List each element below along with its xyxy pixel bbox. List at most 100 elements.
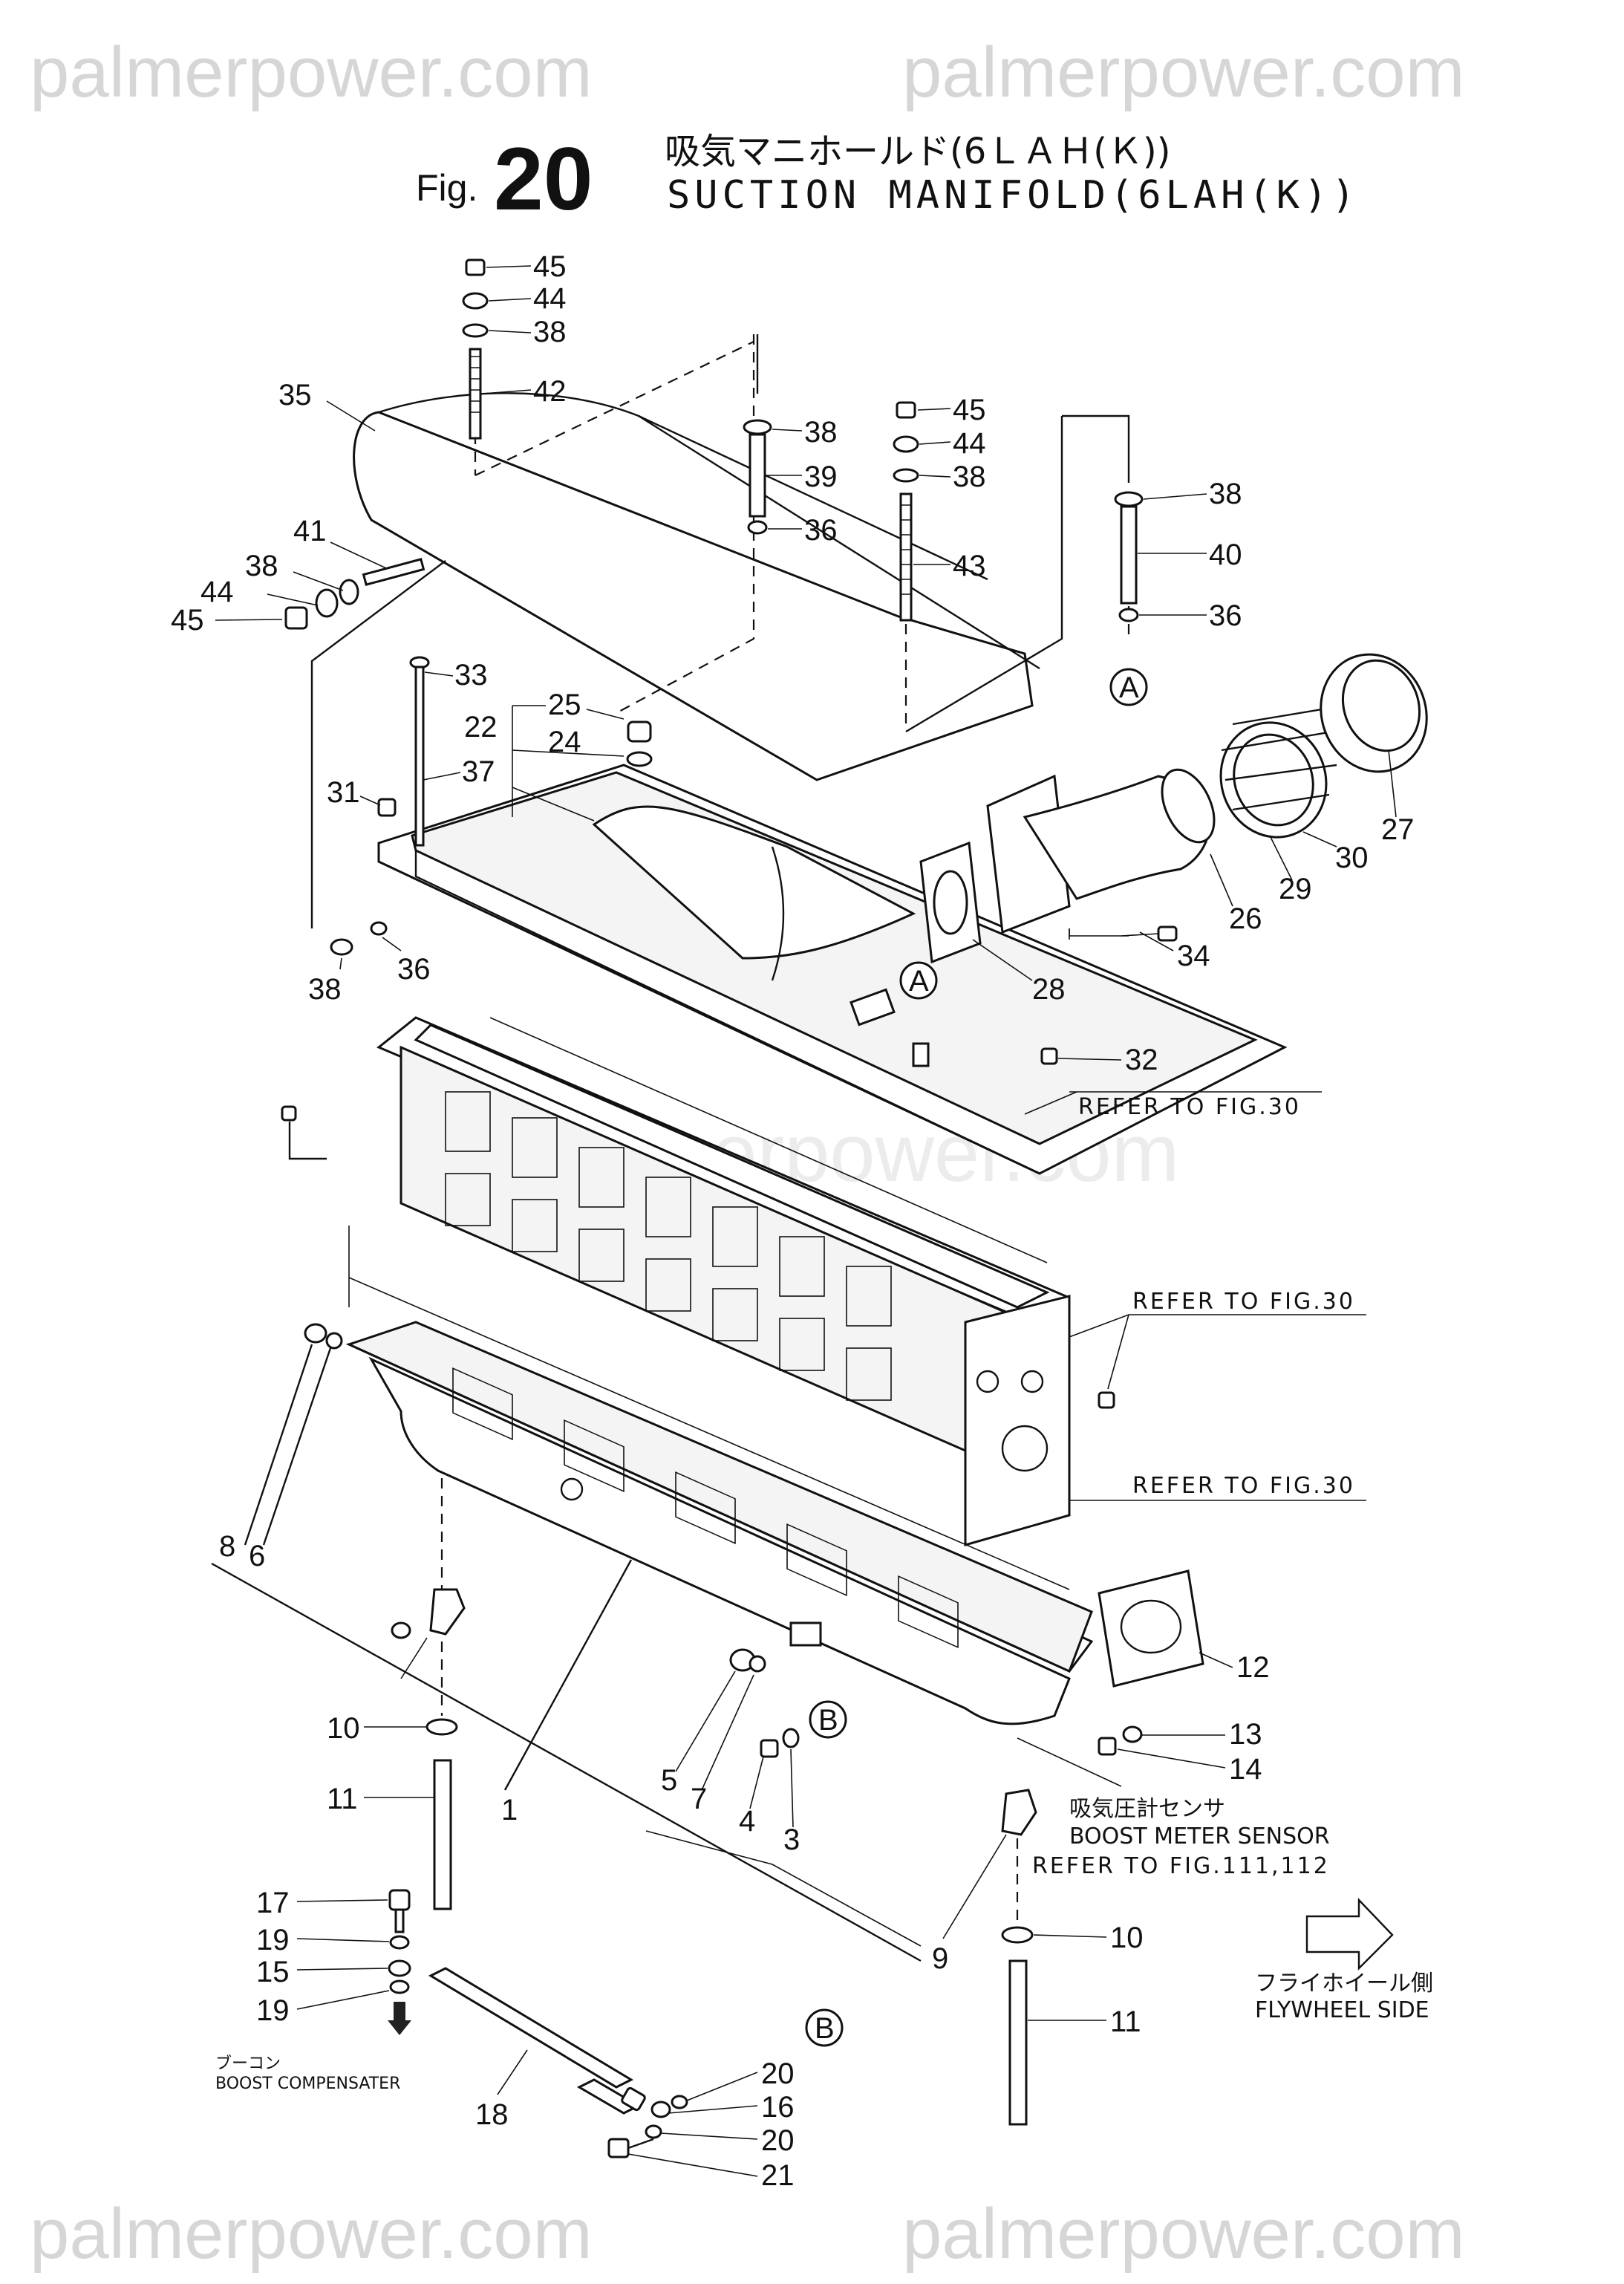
reference-fig30: REFER TO FIG.30: [1078, 1094, 1301, 1120]
leader-line: [1199, 1652, 1233, 1668]
washer-nut-38-36: [330, 921, 388, 956]
leader-line: [1017, 1737, 1122, 1787]
bolt-32: [1040, 1047, 1058, 1065]
bolt-31: [377, 798, 397, 817]
watermark-top-right: palmerpower.com: [902, 33, 1465, 112]
callout-12: 12: [1236, 1651, 1270, 1684]
callout-43: 43: [953, 550, 986, 582]
leader-line: [1024, 1091, 1077, 1115]
callout-16: 16: [761, 2091, 795, 2124]
callout-45: 45: [953, 394, 986, 426]
spacer-right: [1114, 491, 1144, 622]
lower-manifold-1: [345, 1321, 1094, 1725]
callout-38: 38: [533, 316, 567, 348]
title-japanese: 吸気マニホールド(6ＬＡＨ(Ｋ)): [665, 131, 1170, 172]
figure-number: 20: [494, 129, 593, 229]
spacer-center: [743, 419, 772, 535]
callout-7: 7: [691, 1783, 707, 1815]
bracket-right-9: [1001, 1789, 1037, 2126]
marker-b-circle: [809, 1700, 847, 1739]
callout-35: 35: [278, 379, 312, 411]
callout-45: 45: [171, 604, 204, 637]
callout-25: 25: [548, 689, 581, 721]
leader-line: [503, 1559, 633, 1791]
callout-36: 36: [804, 514, 838, 547]
callout-15: 15: [256, 1956, 290, 1988]
leader-lines: [913, 408, 951, 565]
title-english: SUCTION MANIFOLD(6LAH(K)): [667, 173, 1360, 218]
gasket-28: [919, 841, 982, 964]
washer-13: [1122, 1725, 1143, 1743]
callout-14: 14: [1229, 1753, 1262, 1786]
callout-1: 1: [501, 1794, 518, 1826]
flywheel-side-jp: フライホイール側: [1255, 1971, 1433, 1997]
bolt: [281, 1105, 297, 1122]
marker-b: B: [815, 2012, 835, 2045]
callout-42: 42: [533, 375, 567, 408]
leader-lines: [1138, 493, 1207, 616]
callout-26: 26: [1229, 902, 1262, 935]
washer-7: [749, 1655, 766, 1673]
callout-34: 34: [1177, 940, 1210, 972]
callout-19: 19: [256, 1924, 290, 1956]
boost-compensator-fittings: [388, 1889, 688, 2158]
leader-lines: [244, 1344, 332, 1546]
callout-36: 36: [1209, 599, 1242, 632]
guide-line: [616, 334, 755, 714]
leader-line: [942, 1834, 1007, 1939]
callout-17: 17: [256, 1887, 290, 1919]
callout-4: 4: [739, 1805, 755, 1838]
marker-b: B: [818, 1704, 838, 1737]
callout-27: 27: [1381, 813, 1415, 846]
callout-3: 3: [783, 1823, 800, 1856]
callout-29: 29: [1279, 873, 1312, 905]
guide-line: [905, 416, 1063, 733]
leader-lines: [326, 265, 532, 432]
callout-22: 22: [464, 711, 498, 744]
callout-6: 6: [249, 1540, 265, 1572]
side-stud: [284, 558, 425, 630]
group-line: [211, 1562, 922, 1962]
bracket-line: [310, 560, 446, 928]
callout-8: 8: [219, 1530, 235, 1563]
marker-b-circle: [805, 2008, 844, 2047]
gasket-12: [1098, 1569, 1204, 1688]
callout-40: 40: [1209, 539, 1242, 571]
callout-11: 11: [1110, 2005, 1141, 2038]
watermark-bottom-left: palmerpower.com: [30, 2194, 593, 2274]
leader-lines: [766, 429, 803, 530]
stud-stack-left: [462, 258, 489, 440]
leader-line: [1033, 1934, 1107, 1938]
callout-38: 38: [1209, 478, 1242, 510]
leader-line: [400, 1637, 428, 1679]
callout-24: 24: [548, 726, 581, 758]
leader-line: [1107, 1314, 1129, 1390]
callout-18: 18: [475, 2098, 509, 2131]
callout-45: 45: [533, 250, 567, 283]
washer-3: [782, 1728, 800, 1748]
callout-38: 38: [308, 973, 342, 1006]
callout-36: 36: [397, 953, 431, 986]
guide-line: [288, 1122, 327, 1160]
callout-44: 44: [953, 427, 986, 460]
watermark-bottom-right: palmerpower.com: [902, 2194, 1465, 2274]
figure-prefix: Fig.: [416, 167, 477, 209]
flywheel-arrow-icon: [1305, 1898, 1394, 1971]
boost-meter-sensor-en: BOOST METER SENSOR: [1069, 1823, 1330, 1849]
ref-underline: [1069, 1314, 1366, 1338]
callout-30: 30: [1335, 842, 1369, 874]
callout-21: 21: [761, 2159, 795, 2192]
callout-13: 13: [1229, 1718, 1262, 1751]
marker-a: A: [909, 965, 929, 998]
leader-lines: [675, 1670, 794, 1828]
group-line: [645, 1830, 922, 1947]
callout-9: 9: [932, 1942, 948, 1975]
callout-33: 33: [454, 659, 488, 692]
bolt: [1098, 1391, 1115, 1409]
bracket-left-9: [391, 1588, 466, 1910]
leader-lines: [215, 541, 387, 621]
boost-compensator-en: BOOST COMPENSATER: [215, 2075, 400, 2093]
reference-fig30: REFER TO FIG.30: [1132, 1289, 1355, 1315]
callout-39: 39: [804, 461, 838, 493]
